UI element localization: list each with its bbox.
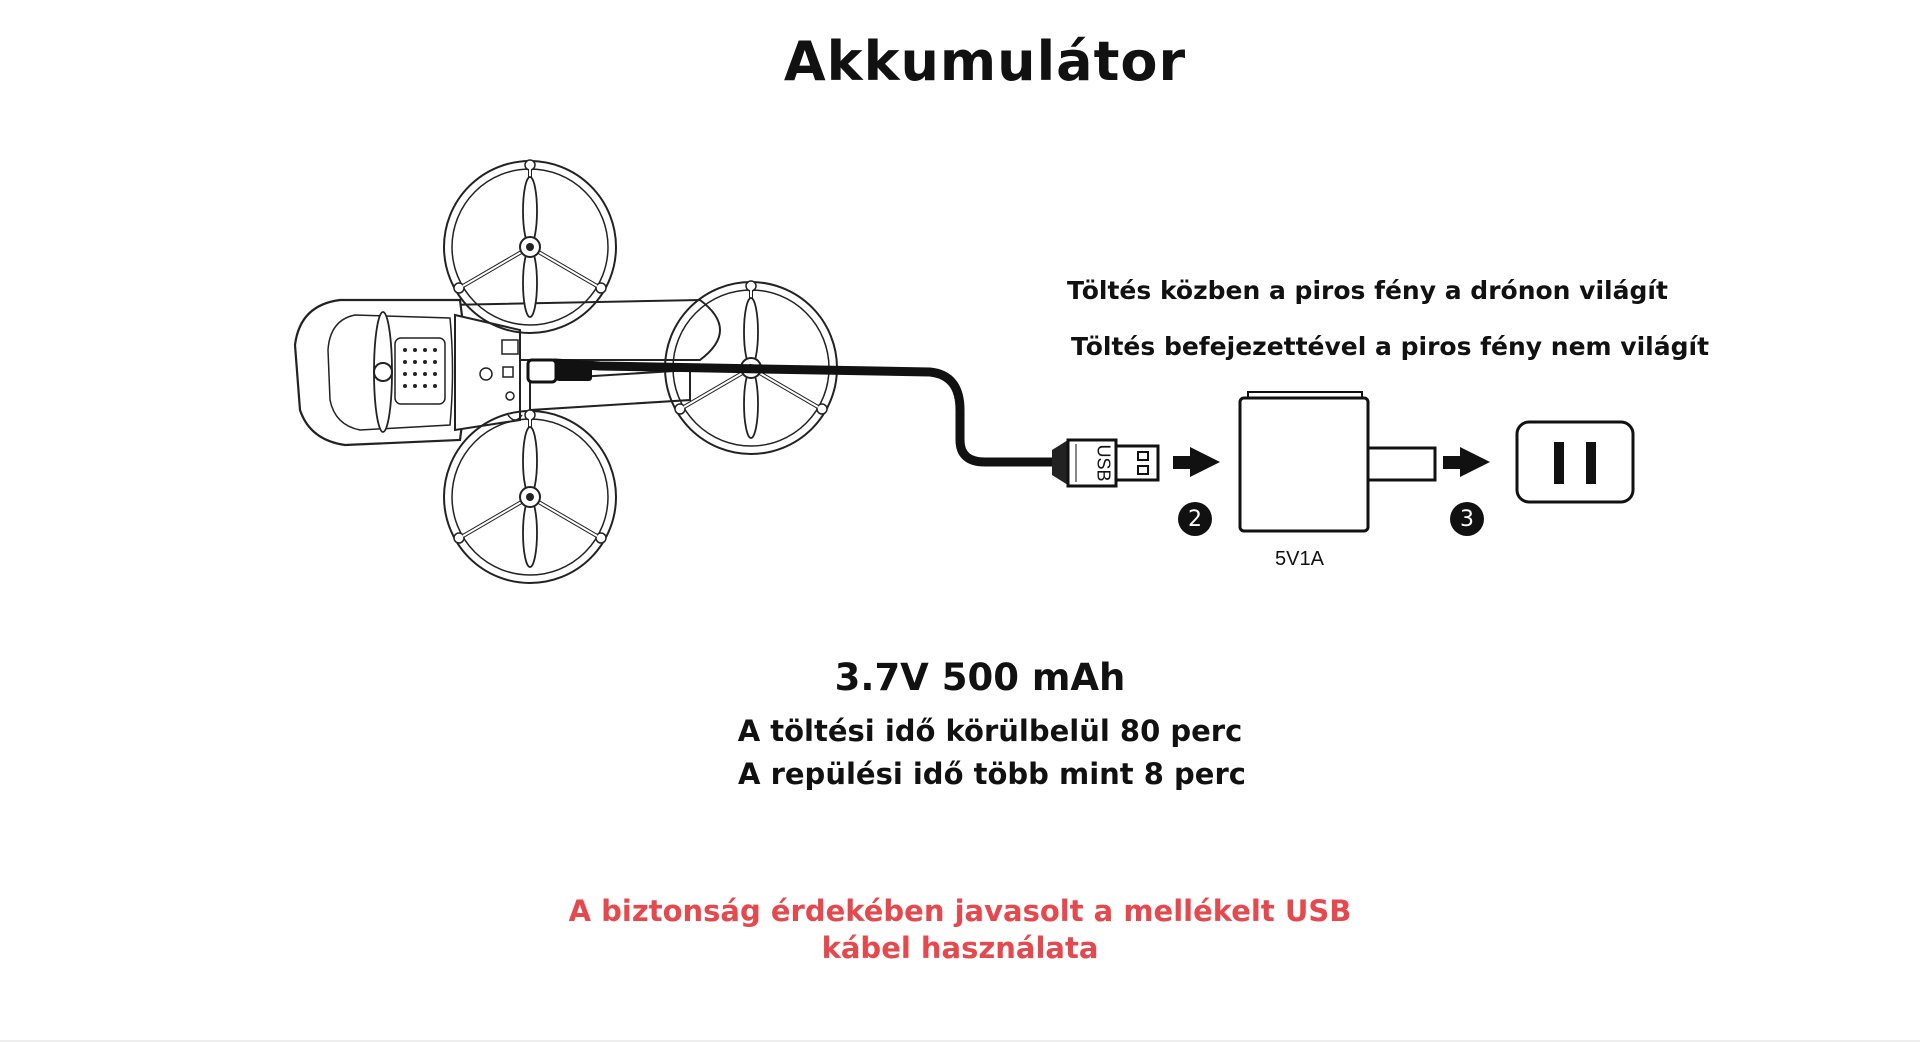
battery-spec: 3.7V 500 mAh (834, 656, 1126, 699)
charge-time-text: A töltési idő körülbelül 80 perc (737, 714, 1243, 748)
flight-time-text: A repülési idő több mint 8 perc (738, 757, 1246, 791)
page-title: Akkumulátor (783, 30, 1187, 93)
divider (0, 1040, 1920, 1042)
usb-label: USB (1093, 444, 1113, 481)
drone-icon (293, 158, 839, 585)
power-adapter-icon (1238, 391, 1437, 533)
adapter-rating-label: 5V1A (1275, 548, 1324, 570)
safety-note-container: A biztonság érdekében javasolt a melléke… (0, 893, 1920, 967)
usb-plug-icon: USB (1052, 438, 1160, 488)
step-2-badge: 2 (1188, 507, 1202, 532)
charged-status-text: Töltés befejezettével a piros fény nem v… (1071, 332, 1710, 361)
charging-status-text: Töltés közben a piros fény a drónon vilá… (1067, 276, 1668, 305)
safety-note: A biztonság érdekében javasolt a melléke… (568, 894, 1352, 965)
step-3-badge: 3 (1460, 507, 1474, 532)
arrow-right-icon (1443, 447, 1490, 477)
arrow-right-icon (1173, 447, 1220, 477)
wall-socket-icon (1515, 420, 1635, 504)
